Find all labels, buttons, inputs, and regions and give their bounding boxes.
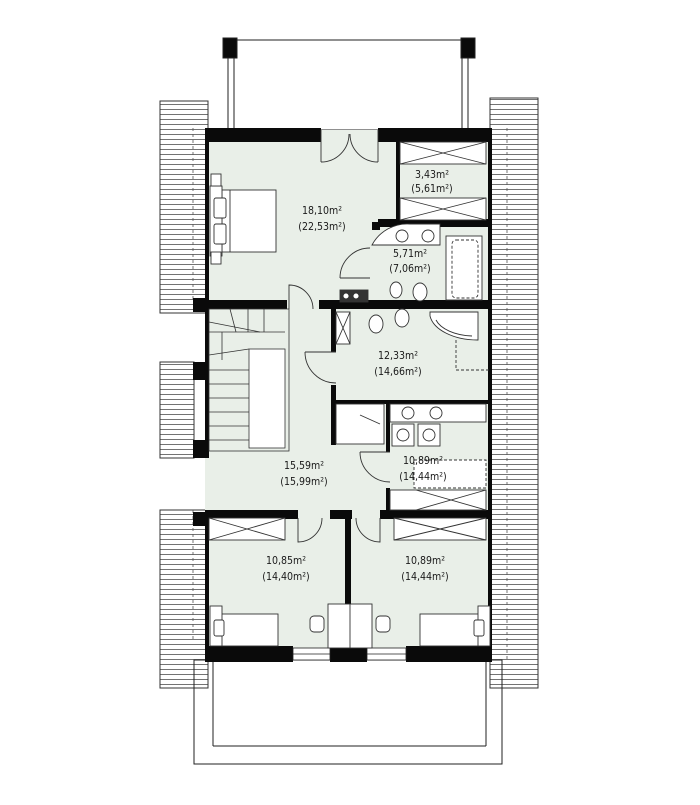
label-bedroom-left-gross: (14,40m²) [262, 571, 309, 583]
roof-slopes [159, 97, 539, 689]
balconies [193, 37, 503, 765]
label-bedroom-left-area: 10,85m² [266, 555, 306, 567]
roof-left-middle [159, 361, 195, 459]
label-wc-area: 5,71m² [393, 248, 427, 260]
balcony-top [227, 39, 469, 131]
label-bathroom-gross: (14,66m²) [374, 366, 421, 378]
room-labels: 18,10m² (22,53m²) 3,43m² (5,61m²) 5,71m²… [262, 169, 452, 583]
master-bed [221, 189, 277, 253]
label-bedroom-right-area: 10,89m² [405, 555, 445, 567]
label-laundry-area: 10,89m² [403, 455, 443, 467]
furniture [208, 141, 491, 649]
bed-right [419, 613, 485, 647]
label-hall-area: 15,59m² [284, 460, 324, 472]
roof-left-top [159, 100, 209, 314]
interior-doors [288, 247, 391, 543]
label-bedroom-main-area: 18,10m² [302, 205, 342, 217]
roof-left-bottom [159, 509, 209, 689]
roof-right [489, 97, 539, 689]
label-wc-gross: (7,06m²) [389, 263, 430, 275]
label-hall-gross: (15,99m²) [280, 476, 327, 488]
walls [193, 128, 492, 662]
balcony-door [320, 130, 379, 163]
balcony-bottom [193, 659, 503, 765]
staircase [208, 308, 290, 452]
label-wardrobe-area: 3,43m² [415, 169, 449, 181]
label-bedroom-right-gross: (14,44m²) [401, 571, 448, 583]
label-bathroom-area: 12,33m² [378, 350, 418, 362]
label-wardrobe-gross: (5,61m²) [411, 183, 452, 195]
label-bedroom-main-gross: (22,53m²) [298, 221, 345, 233]
windows [292, 647, 407, 661]
knee-lines [192, 128, 508, 660]
label-laundry-gross: (14,44m²) [399, 471, 446, 483]
